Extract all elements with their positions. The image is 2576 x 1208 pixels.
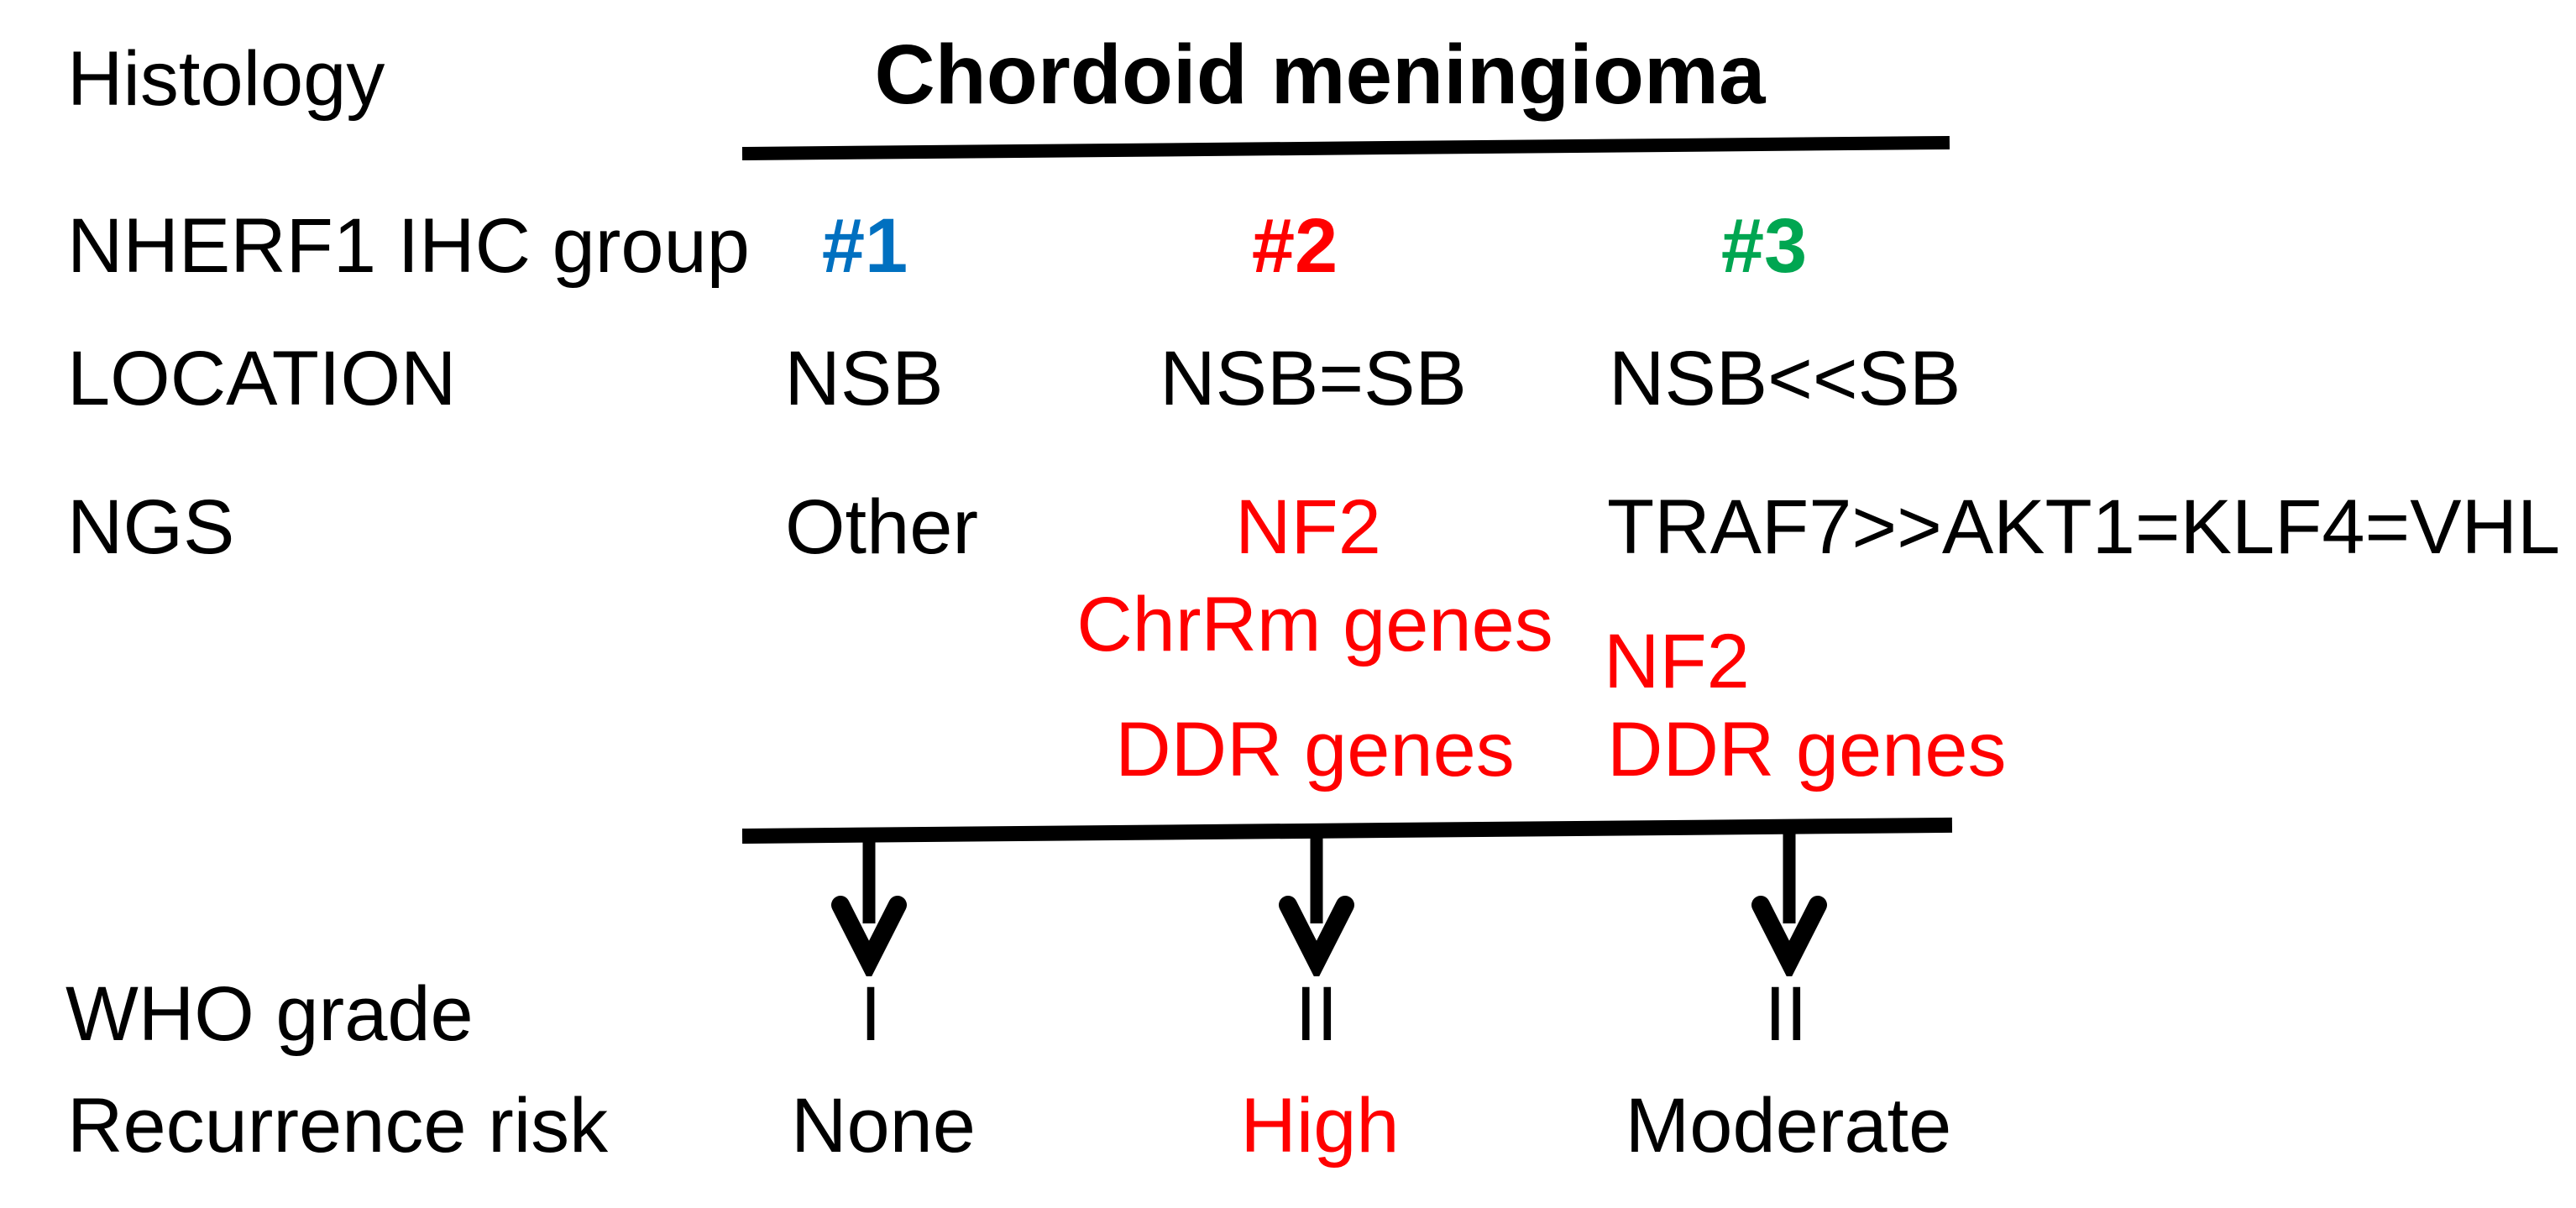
ihc-group-3: #3 [1720, 203, 1808, 289]
ihc-group-2: #2 [1251, 203, 1338, 289]
ngs-row-label: NGS [67, 484, 235, 570]
histology-row-label: Histology [67, 36, 385, 122]
down-arrow-group-1 [831, 831, 907, 976]
location-row-label: LOCATION [67, 336, 457, 421]
down-arrow-group-2 [1279, 831, 1354, 976]
ngs-group-2-ddr-genes: DDR genes [1115, 707, 1515, 792]
who-grade-row-label: WHO grade [65, 971, 474, 1057]
who-grade-group-2: II [1295, 971, 1338, 1057]
location-group-3: NSB<<SB [1609, 336, 1961, 421]
recurrence-risk-group-3: Moderate [1625, 1083, 1952, 1169]
who-grade-group-3: II [1764, 971, 1808, 1057]
recurrence-risk-row-label: Recurrence risk [67, 1083, 609, 1169]
recurrence-risk-group-2: High [1240, 1083, 1400, 1169]
ngs-group-3-ddr-genes: DDR genes [1607, 707, 2007, 792]
ngs-group-3-traf7: TRAF7>>AKT1=KLF4=VHL [1607, 484, 2561, 570]
who-grade-group-1: I [860, 971, 882, 1057]
ihc-group-1: #1 [821, 203, 908, 289]
figure-title: Chordoid meningioma [874, 28, 1766, 122]
down-arrow-group-3 [1751, 831, 1827, 976]
location-group-1: NSB [784, 336, 944, 421]
ngs-group-1-other: Other [784, 484, 979, 570]
ngs-group-2-chrrm-genes: ChrRm genes [1076, 582, 1553, 667]
recurrence-risk-group-1: None [791, 1083, 976, 1169]
ihc-row-label: NHERF1 IHC group [67, 203, 750, 289]
title-underline [741, 135, 1950, 160]
ngs-group-2-nf2: NF2 [1235, 484, 1381, 570]
location-group-2: NSB=SB [1160, 336, 1467, 421]
ngs-group-3-nf2: NF2 [1604, 619, 1750, 704]
